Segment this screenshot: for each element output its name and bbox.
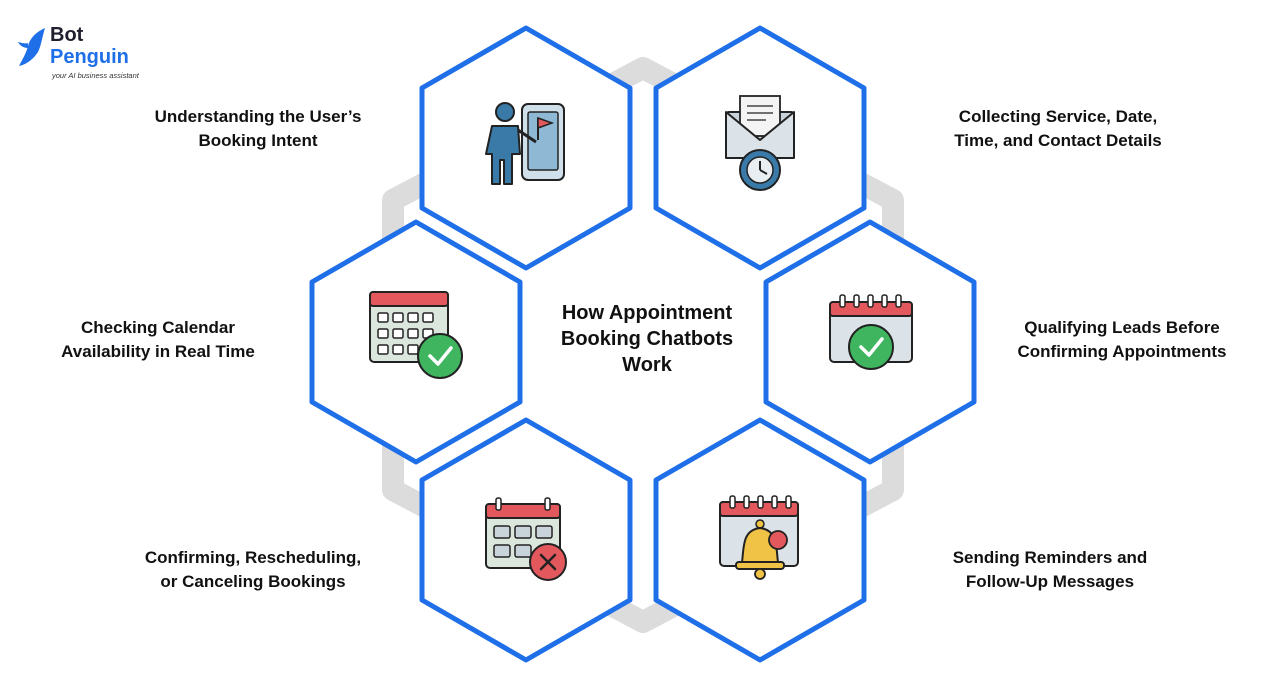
bot-penguin-logo: Bot Penguin your AI business assistant — [18, 24, 158, 84]
calendar-check-icon — [369, 291, 463, 379]
calendar-approved-icon — [829, 294, 913, 370]
label-collect: Collecting Service, Date, Time, and Cont… — [918, 105, 1198, 153]
person-presenting-phone-icon — [485, 102, 565, 185]
label-line: Qualifying Leads Before — [1024, 318, 1220, 337]
label-availability: Checking Calendar Availability in Real T… — [38, 316, 278, 364]
label-line: Sending Reminders and — [952, 548, 1148, 567]
diagram-title: How Appointment Booking Chatbots Work — [530, 300, 764, 378]
hex-step-intent — [419, 25, 633, 271]
label-line: Booking Intent — [198, 131, 318, 150]
hex-step-qualify — [763, 219, 977, 465]
logo-text-line2: Penguin — [50, 46, 129, 68]
envelope-clock-icon — [725, 95, 795, 191]
label-line: Confirming, Rescheduling, — [144, 548, 362, 567]
label-line: Confirming Appointments — [1017, 342, 1227, 361]
label-qualify: Qualifying Leads Before Confirming Appoi… — [990, 316, 1254, 364]
label-line: Follow-Up Messages — [965, 572, 1135, 591]
label-line: Collecting Service, Date, — [958, 107, 1158, 126]
hex-step-remind — [653, 417, 867, 663]
label-line: Understanding the User’s — [154, 107, 362, 126]
hex-step-collect — [653, 25, 867, 271]
title-line: Booking Chatbots — [560, 328, 734, 350]
label-remind: Sending Reminders and Follow-Up Messages — [922, 546, 1178, 594]
hex-step-confirm — [419, 417, 633, 663]
logo-text-line1: Bot — [50, 24, 84, 46]
penguin-logo-icon — [18, 28, 45, 66]
calendar-cancel-icon — [485, 497, 567, 581]
calendar-bell-icon — [719, 495, 799, 580]
label-line: Availability in Real Time — [61, 342, 255, 361]
logo-tagline: your AI business assistant — [52, 71, 139, 80]
label-line: Checking Calendar — [81, 318, 235, 337]
background-hex-ring — [382, 57, 904, 633]
label-line: Time, and Contact Details — [954, 131, 1162, 150]
label-confirm: Confirming, Rescheduling, or Canceling B… — [118, 546, 388, 594]
title-line: Work — [622, 354, 672, 376]
hex-step-availability — [309, 219, 523, 465]
label-line: or Canceling Bookings — [160, 572, 346, 591]
title-line: How Appointment — [561, 302, 733, 324]
label-intent: Understanding the User’s Booking Intent — [128, 105, 388, 153]
